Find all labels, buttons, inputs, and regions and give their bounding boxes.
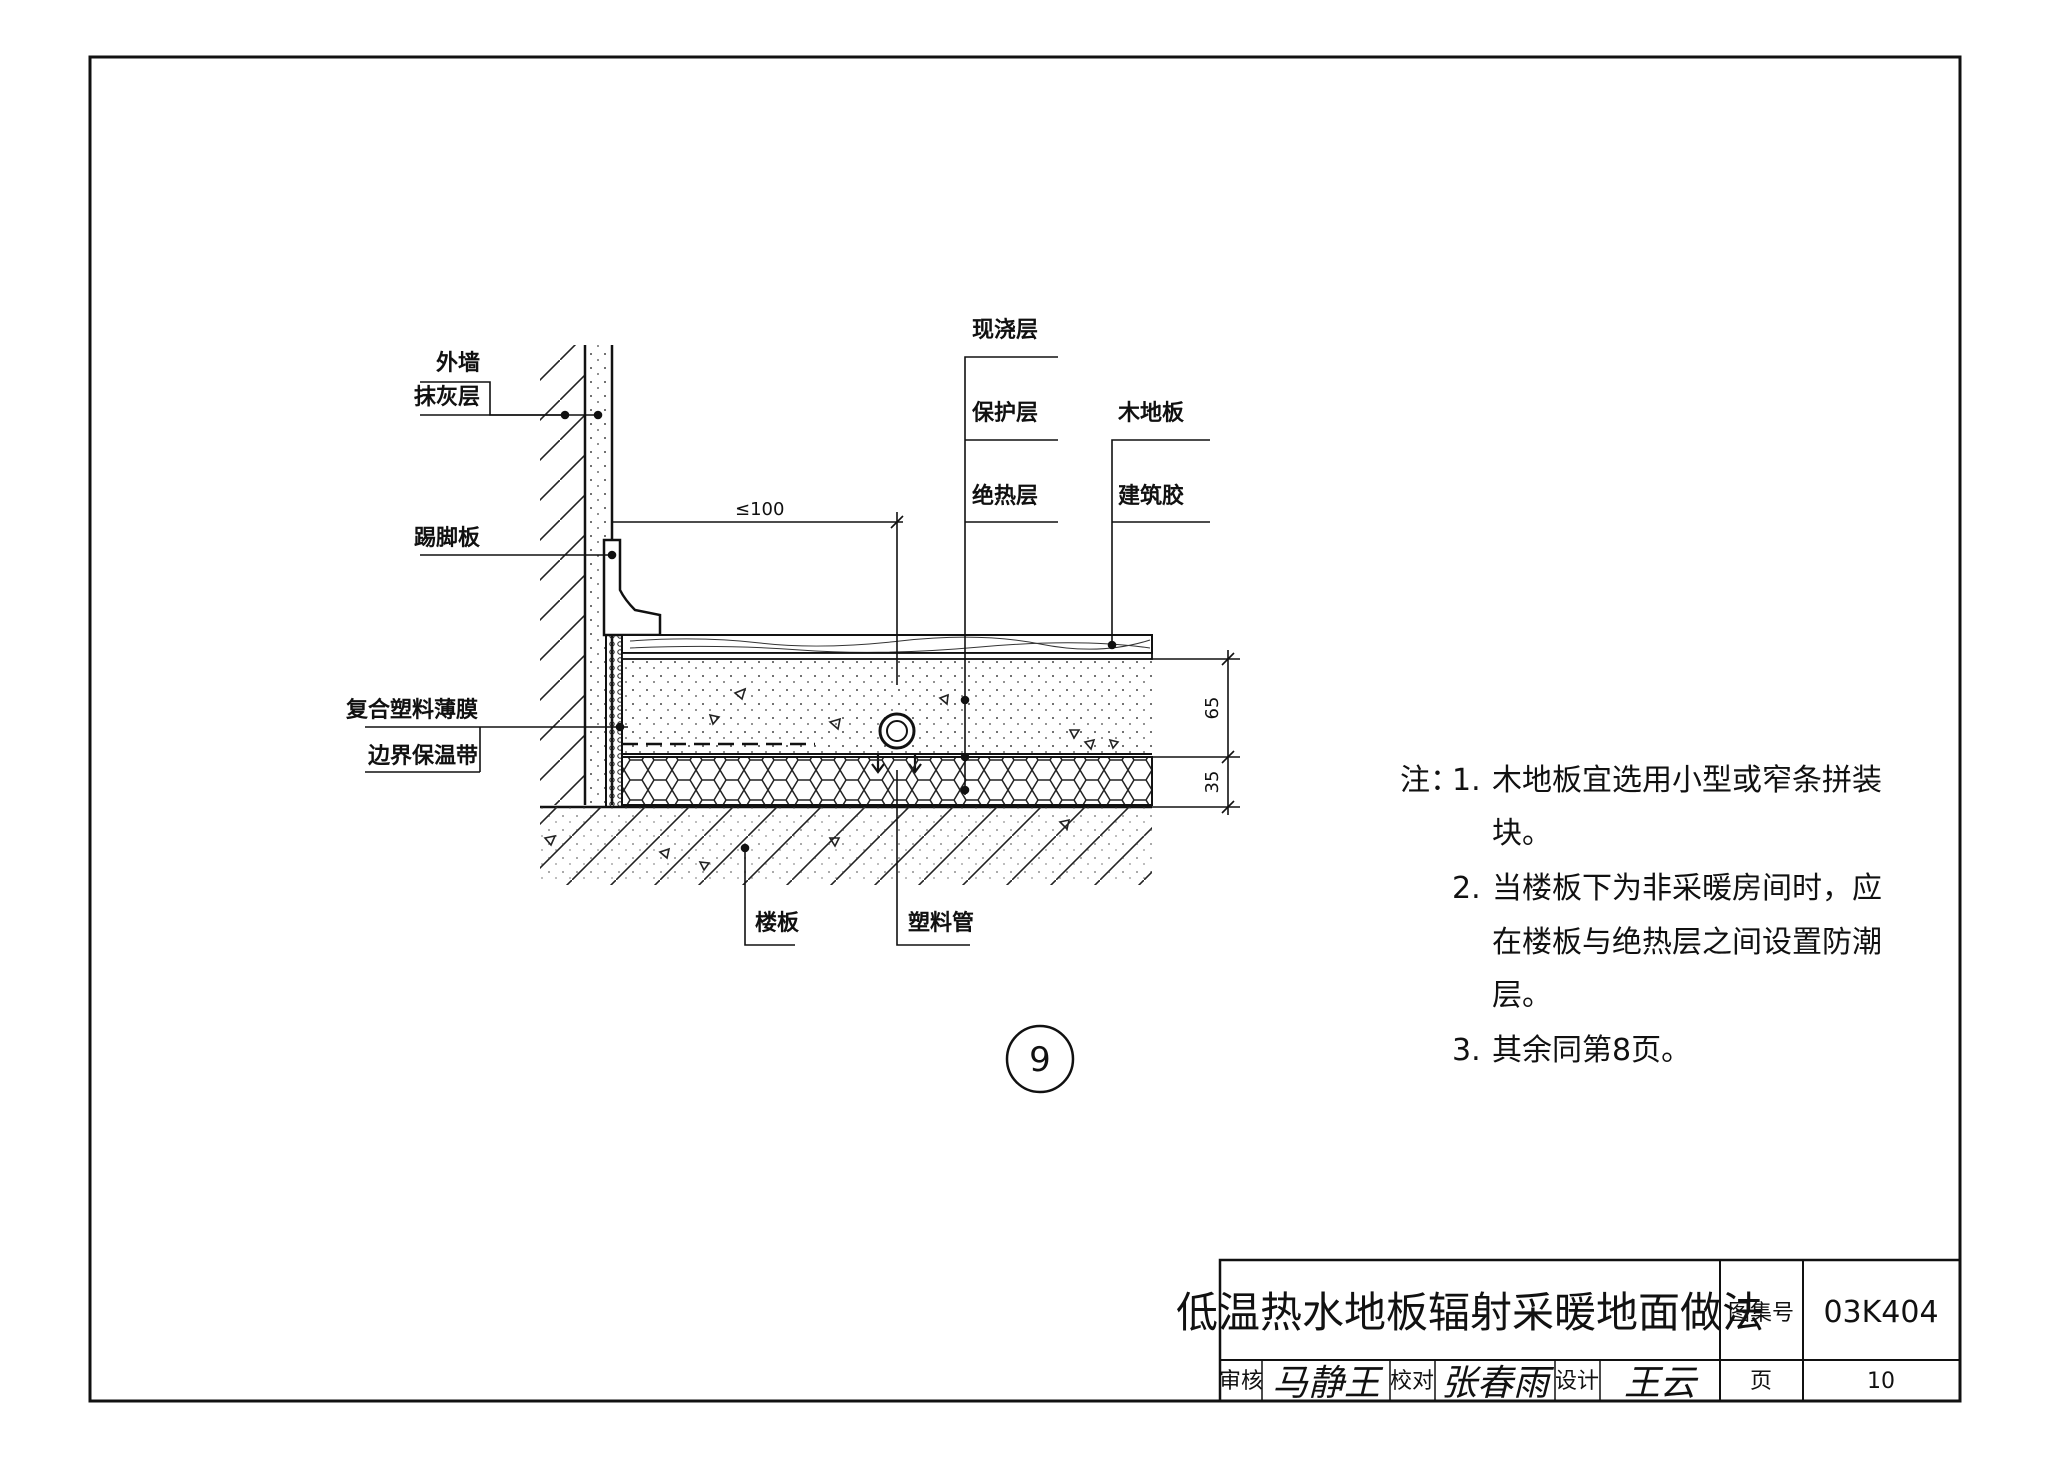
plastic-pipe [878, 712, 916, 750]
label-skirting-board: 踢脚板 [414, 526, 481, 551]
notes: 注： 1. 木地板宜选用小型或窄条拼装 块。 2. 当楼板下为非采暖房间时，应 … [1400, 763, 1882, 1068]
detail-number-circle [1005, 1024, 1075, 1094]
sheet-border [88, 55, 1962, 1403]
notes-prefix: 注： [1400, 763, 1460, 798]
label-protective-layer: 保护层 [971, 401, 1038, 426]
insulation-layer [621, 756, 1153, 806]
note-2-line-1: 当楼板下为非采暖房间时，应 [1492, 871, 1882, 906]
atlas-number: 03K404 [1823, 1295, 1938, 1330]
dim-insulation-thickness: 35 [1202, 771, 1223, 794]
check-signature: 张春雨 [1441, 1363, 1555, 1404]
label-building-glue: 建筑胶 [1118, 483, 1184, 509]
note-3-num: 3. [1452, 1033, 1481, 1068]
label-plaster-layer: 抹灰层 [414, 384, 480, 410]
page-label: 页 [1750, 1369, 1772, 1394]
page-number: 10 [1867, 1369, 1895, 1394]
glue-layer [621, 652, 1153, 660]
label-plastic-pipe: 塑料管 [908, 910, 974, 936]
floor-section-detail: 外墙 抹灰层 踢脚板 复合塑料薄膜 边界保温带 现浇层 保护层 绝热层 木地板 … [345, 318, 1240, 946]
detail-number: 9 [1029, 1040, 1051, 1080]
title-block [1218, 1258, 1962, 1403]
label-wood-floor: 木地板 [1117, 401, 1185, 426]
label-edge-insulation: 边界保温带 [367, 744, 478, 769]
label-floor-slab: 楼板 [755, 911, 800, 936]
label-outer-wall: 外墙 [436, 350, 480, 376]
outer-wall [540, 345, 585, 805]
edge-insulation-strip [605, 634, 623, 808]
design-label: 设计 [1555, 1369, 1599, 1394]
dim-gap: ≤100 [735, 499, 784, 520]
note-2-line-2: 在楼板与绝热层之间设置防潮 [1492, 925, 1882, 960]
note-2-line-3: 层。 [1492, 978, 1552, 1013]
note-1-line-1: 木地板宜选用小型或窄条拼装 [1492, 763, 1882, 798]
label-plastic-film: 复合塑料薄膜 [345, 697, 478, 723]
check-label: 校对 [1390, 1369, 1434, 1394]
review-signature: 马静王 [1272, 1363, 1384, 1404]
label-insulation-layer: 绝热层 [972, 483, 1038, 509]
review-label: 审核 [1219, 1369, 1263, 1394]
note-3-line-1: 其余同第8页。 [1492, 1033, 1691, 1068]
wood-floor-layer [621, 634, 1153, 654]
note-1-num: 1. [1452, 763, 1481, 798]
dim-cast-thickness: 65 [1202, 697, 1223, 720]
note-1-line-2: 块。 [1492, 816, 1552, 851]
atlas-label: 图集号 [1728, 1301, 1794, 1326]
note-2-num: 2. [1452, 871, 1481, 906]
label-cast-layer: 现浇层 [972, 318, 1038, 343]
drawing-title: 低温热水地板辐射采暖地面做法 [1176, 1288, 1764, 1337]
design-signature: 王云 [1624, 1363, 1699, 1404]
